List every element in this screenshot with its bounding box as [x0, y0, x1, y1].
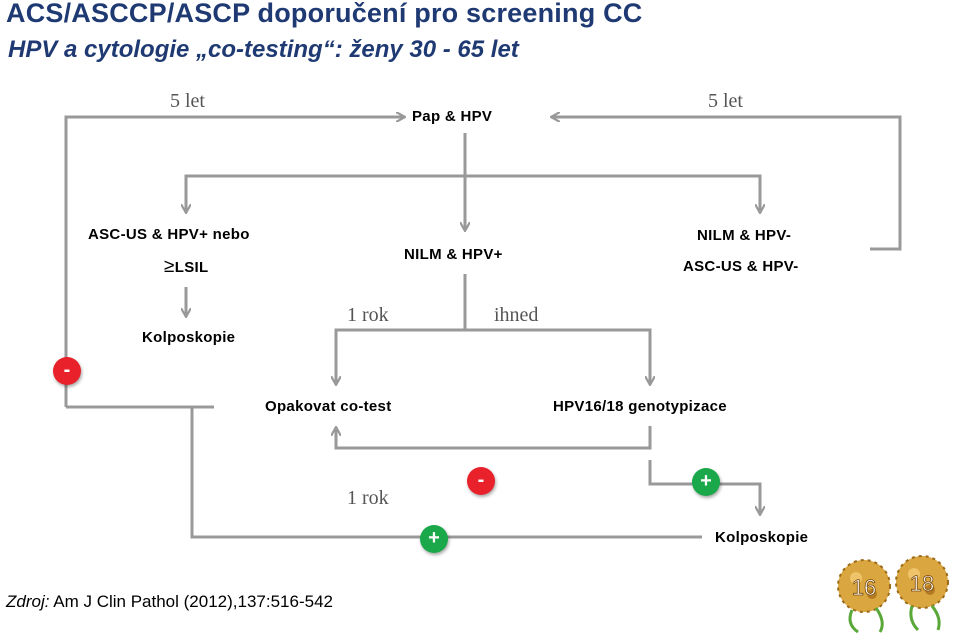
greater-equal-symbol: ≥ [164, 256, 175, 277]
hpv-virus-illustration: 16 18 [837, 555, 949, 634]
immediate-connector [465, 328, 650, 384]
virus-18-icon: 18 [895, 555, 949, 632]
slide-subtitle: HPV a cytologie „co-testing“: ženy 30 - … [8, 36, 519, 63]
source-text: Am J Clin Pathol (2012),137:516-542 [49, 592, 333, 611]
split-left-connector [186, 174, 465, 212]
immediate-label: ihned [494, 304, 539, 326]
right-branch-line1: NILM & HPV- [697, 227, 792, 244]
one-year-label: 1 rok [347, 304, 389, 326]
virus-18-label: 18 [910, 571, 934, 596]
genotyping-node: HPV16/18 genotypizace [553, 398, 727, 415]
genotyping-negative-connector [336, 426, 652, 450]
pap-hpv-node: Pap & HPV [412, 108, 493, 125]
split-right-connector [465, 174, 760, 212]
repeat-positive-connector [190, 407, 702, 539]
right-branch-line2: ASC-US & HPV- [683, 258, 799, 275]
right-loop-connector [552, 117, 902, 251]
negative-badge-left: - [53, 357, 81, 385]
source-label: Zdroj: [6, 592, 50, 611]
left-branch-line2: ≥LSIL [164, 256, 209, 277]
source-citation: Zdroj: Am J Clin Pathol (2012),137:516-5… [6, 592, 333, 612]
colposcopy-left-node: Kolposkopie [142, 329, 236, 346]
virus-16-label: 16 [852, 575, 876, 600]
slide-title: ACS/ASCCP/ASCP doporučení pro screening … [6, 0, 643, 28]
left-loop-connector [64, 117, 404, 407]
one-year-bottom-label: 1 rok [347, 487, 389, 509]
repeat-cotest-node: Opakovat co-test [265, 398, 392, 415]
positive-badge-repeat: + [420, 525, 448, 553]
right-interval-label: 5 let [708, 90, 743, 112]
virus-16-icon: 16 [837, 559, 891, 634]
left-interval-label: 5 let [170, 90, 205, 112]
left-branch-line1: ASC-US & HPV+ nebo [88, 226, 250, 243]
colposcopy-right-node: Kolposkopie [715, 529, 809, 546]
positive-badge-genotyping: + [692, 468, 720, 496]
one-year-connector [336, 328, 465, 384]
negative-badge-genotyping: - [467, 467, 495, 495]
middle-branch-node: NILM & HPV+ [404, 246, 503, 263]
